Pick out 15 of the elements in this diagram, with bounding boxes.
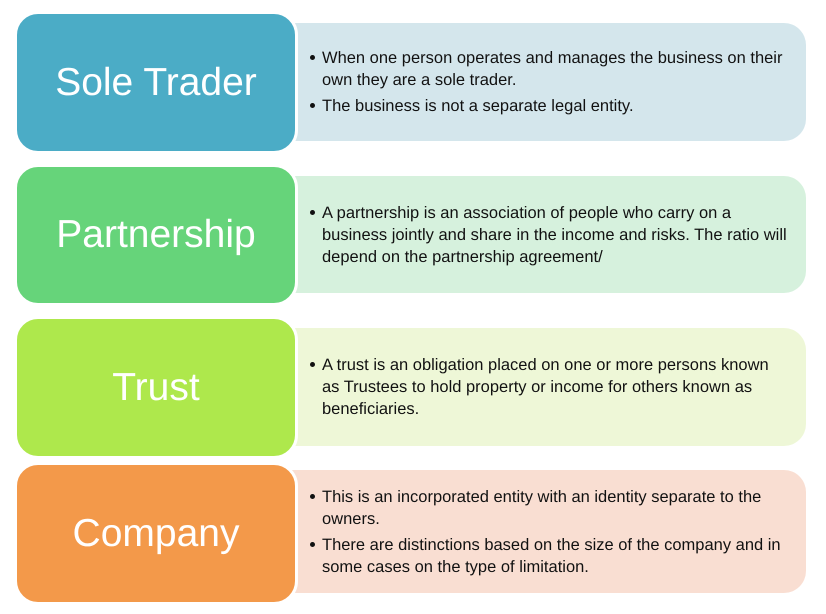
category-title: Sole Trader [55,60,257,104]
bullet-text: This is an incorporated entity with an identity separate to the owners. [322,486,762,530]
category-box [14,164,298,306]
bullet-text: The business is not a separate legal entity. [322,96,634,117]
category-title: Partnership [56,213,256,257]
bullet-text: There are distinctions based on the size of the company and in some cases on the type of limitation. [322,534,782,578]
bullet-text: A partnership is an association of people who carry on a business jointly and share in the income and risks. The ratio will depend on the partnership agreement/ [322,202,788,268]
description-panel [292,470,806,593]
category-box [14,316,298,459]
category-title: Trust [112,366,200,410]
bullet-text: A trust is an obligation placed on one or more persons known as Trustees to hold property or income for others known as beneficiaries. [322,355,770,420]
category-title: Company [72,512,240,556]
category-box [14,11,298,154]
category-box [14,462,298,605]
bullet-text: When one person operates and manages the business on their own they are a sole trader. [322,48,784,91]
